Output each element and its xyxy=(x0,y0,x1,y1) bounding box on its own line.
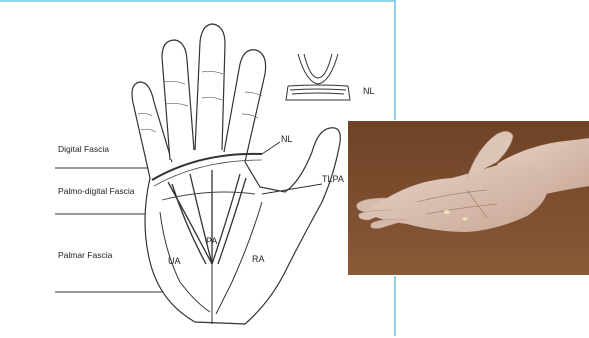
anatomy-illustration: Digital Fascia Palmo-digital Fascia Palm… xyxy=(0,0,396,336)
palmo-digital-fascia-label: Palmo-digital Fascia xyxy=(58,186,135,196)
web-space-inset xyxy=(286,54,350,100)
hand-photo-image xyxy=(347,120,589,276)
digital-fascia-label: Digital Fascia xyxy=(58,144,109,154)
hand-fascia-drawing xyxy=(0,2,396,338)
index-finger xyxy=(224,50,266,162)
ring-finger xyxy=(162,40,194,160)
tlpa-label: TLPA xyxy=(322,174,344,184)
ua-label: UA xyxy=(168,256,181,266)
nl-inset-label: NL xyxy=(363,86,375,96)
nl-pointer xyxy=(262,142,280,154)
middle-finger xyxy=(195,24,225,150)
hand-photo xyxy=(347,120,589,276)
pa-label: PA xyxy=(206,236,217,246)
nl-label: NL xyxy=(281,134,293,144)
ra-label: RA xyxy=(252,254,265,264)
palmar-fascia-label: Palmar Fascia xyxy=(58,250,112,260)
